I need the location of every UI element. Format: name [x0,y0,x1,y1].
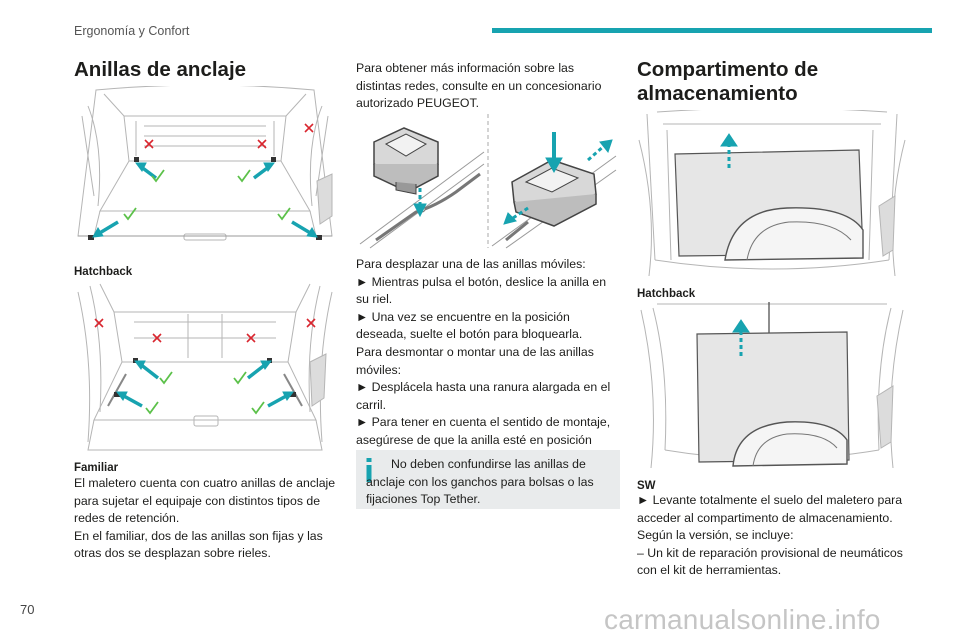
anchor-rings-title: Anillas de anclaje [74,58,247,81]
instruction-line: Para desplazar una de las anillas móvile… [356,257,586,271]
anchor-rings-paragraph: En el familiar, dos de las anillas son f… [74,528,323,561]
anchor-rings-paragraph: El maletero cuenta con cuatro anillas de… [74,476,336,526]
instruction-line: ► Mientras pulsa el botón, deslice la an… [356,274,607,307]
storage-section: Compartimento de almacenamiento [637,58,907,106]
anchor-rings-section: Anillas de anclaje [74,58,336,82]
caption-sw-storage: SW [637,480,656,492]
nets-info-text: Para obtener más información sobre las d… [356,61,602,111]
info-note-box: No deben confundirse las anillas de ancl… [356,450,620,509]
header-accent-bar [492,28,932,33]
instruction-line: ► Desplácela hasta una ranura alargada e… [356,380,611,412]
instruction-line: Para desmontar o montar una de las anill… [356,344,594,377]
caption-hatchback-storage: Hatchback [637,288,696,300]
familiar-trunk-illustration [74,282,336,454]
hatchback-trunk-illustration [74,86,336,251]
caption-hatchback-rings: Hatchback [74,266,133,278]
sw-storage-illustration [637,300,907,472]
instruction-line: ► Una vez se encuentre en la posición de… [356,309,583,342]
anchor-rings-description: El maletero cuenta con cuatro anillas de… [74,475,336,563]
watermark-text: carmanualsonline.info [604,604,881,635]
hatchback-storage-illustration [637,110,907,280]
storage-line: – Un kit de reparación provisional de ne… [637,545,903,578]
storage-line: Según la versión, se incluye: [637,528,794,543]
movable-ring-illustration [356,112,620,250]
page-number: 70 [20,602,35,617]
storage-title: Compartimento de almacenamiento [637,58,819,105]
running-header: Ergonomía y Confort [74,24,190,38]
storage-line: ► Levante totalmente el suelo del malete… [637,493,903,525]
nets-info-paragraph: Para obtener más información sobre las d… [356,60,620,113]
info-note-text: No deben confundirse las anillas de ancl… [366,457,594,507]
info-icon [366,458,372,482]
storage-instructions: ► Levante totalmente el suelo del malete… [637,492,907,580]
movable-ring-instructions: Para desplazar una de las anillas móvile… [356,256,620,467]
caption-familiar-rings: Familiar [74,462,119,474]
